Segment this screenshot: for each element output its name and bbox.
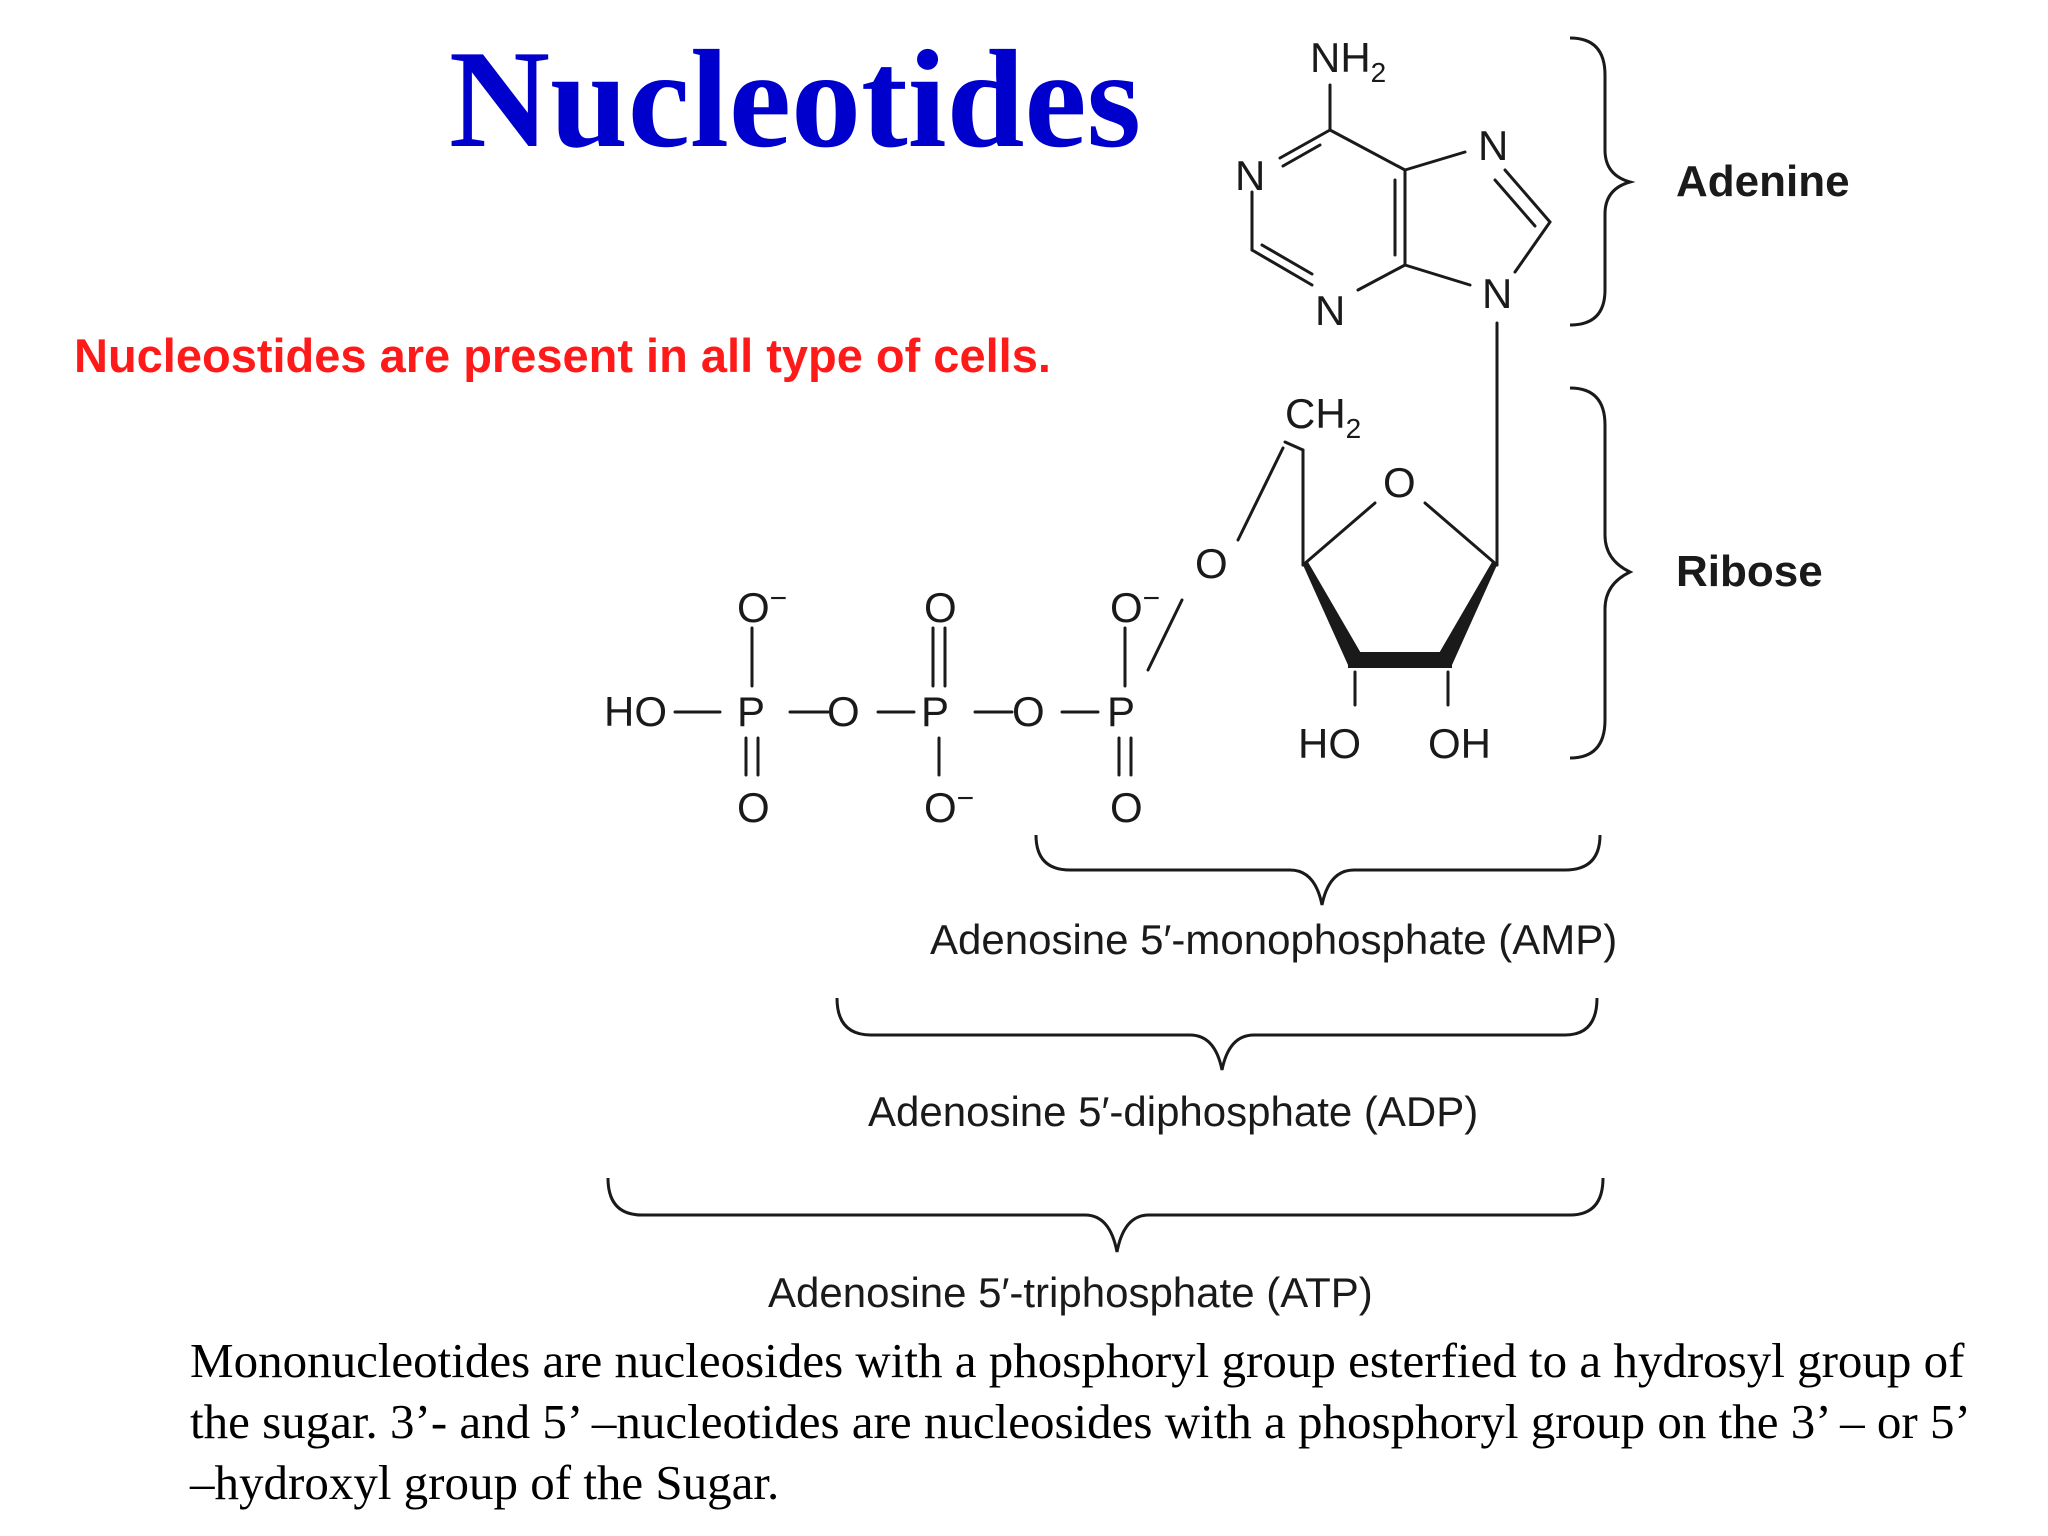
bond [1301,501,1377,567]
atom-label: O− [924,782,974,831]
body-text: Mononucleotides are nucleosides with a p… [190,1333,1968,1510]
bond [1236,446,1285,542]
ribose-label: Ribose [1676,547,1823,596]
atom-label: O [1195,540,1228,587]
bond [1513,220,1552,274]
wedge-bond [1348,652,1452,668]
bond [1283,440,1305,452]
atom-label: N [1482,270,1512,317]
atom-label: O− [1110,582,1160,631]
atom-label: P [1107,688,1135,735]
atp-label: Adenosine 5′-triphosphate (ATP) [768,1269,1373,1316]
atom-label: CH2 [1285,390,1361,444]
atom-label: N [1478,122,1508,169]
adp-brace [835,997,1599,1071]
bond [1250,248,1314,287]
wedge-bond [1438,562,1497,665]
atom-label: O [1383,459,1416,506]
atom-label: OH [1428,720,1491,767]
atom-label: HO [604,688,667,735]
bond [1403,150,1467,172]
bond [1403,263,1472,287]
bond [1423,501,1499,567]
subtitle: Nucleostides are present in all type of … [74,329,1051,382]
atom-label: N [1315,287,1345,334]
atom-label: O [827,688,860,735]
ribose-brace [1569,386,1634,760]
atom-label: HO [1298,720,1361,767]
adenine-label: Adenine [1676,157,1850,206]
atom-label: NH2 [1310,34,1386,88]
bond [1146,598,1184,672]
atom-label: O [924,584,957,631]
atp-brace [606,1177,1605,1253]
wedge-bond [1303,562,1362,665]
atom-label: P [921,688,949,735]
bond [1281,143,1322,168]
bond [1260,243,1314,276]
atom-label: O [1110,784,1143,831]
bond [1356,263,1407,292]
adenine-brace [1569,36,1636,327]
bond [1278,128,1332,160]
amp-label: Adenosine 5′-monophosphate (AMP) [930,916,1617,963]
page-title: Nucleotides [448,22,1142,177]
bond [1503,168,1552,224]
adp-label: Adenosine 5′-diphosphate (ADP) [868,1088,1478,1135]
atom-label: O [737,784,770,831]
atom-label: P [737,688,765,735]
atom-label: O− [737,582,787,631]
bond [1328,128,1407,172]
bond [1493,178,1537,228]
amp-brace [1034,834,1602,906]
atom-label: N [1235,152,1265,199]
atom-label: O [1012,688,1045,735]
